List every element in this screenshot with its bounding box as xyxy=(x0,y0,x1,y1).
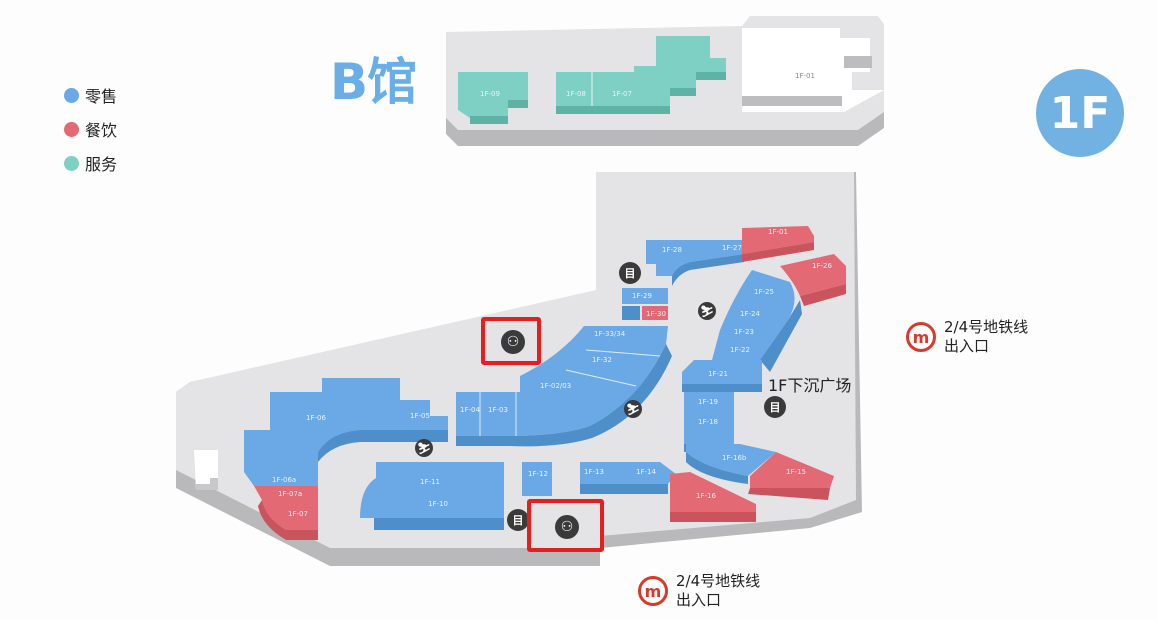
svg-text:1F-03: 1F-03 xyxy=(488,406,508,414)
svg-text:1F-09: 1F-09 xyxy=(480,90,500,98)
legend-label: 零售 xyxy=(85,87,118,106)
restroom-highlight-box[interactable]: ⚇ xyxy=(527,499,604,552)
metro-exit-east[interactable]: m 2/4号地铁线 出入口 xyxy=(906,318,1028,356)
escalator-icon[interactable]: ⛷ xyxy=(624,400,642,418)
svg-text:1F-13: 1F-13 xyxy=(584,468,604,476)
sunken-plaza-label: 1F下沉广场 xyxy=(768,376,852,395)
service-shops: 1F-09 1F-08 1F-07 xyxy=(458,36,726,124)
dining-shops: 1F-07a 1F-07 1F-01 1F-26 1F-30 1F-15 1F-… xyxy=(254,226,846,540)
svg-text:1F-21: 1F-21 xyxy=(708,370,728,378)
metro-exit-south[interactable]: m 2/4号地铁线 出入口 xyxy=(638,572,760,610)
svg-text:1F-29: 1F-29 xyxy=(632,292,652,300)
elevator-icon[interactable]: 目 xyxy=(507,509,529,531)
svg-text:1F-11: 1F-11 xyxy=(420,478,440,486)
hall-title: B馆 xyxy=(330,53,417,111)
metro-line-label: 2/4号地铁线 xyxy=(676,572,761,590)
svg-text:1F-22: 1F-22 xyxy=(730,346,750,354)
legend-label: 服务 xyxy=(85,155,118,174)
b-hall-building: 1F-01 1F-09 1F-08 1F-07 xyxy=(446,16,884,146)
metro-exit-label: 出入口 xyxy=(676,591,722,609)
legend: 零售 餐饮 服务 xyxy=(64,78,117,180)
svg-text:1F-04: 1F-04 xyxy=(460,406,480,414)
metro-exit-label: 出入口 xyxy=(944,337,990,355)
svg-text:1F-33/34: 1F-33/34 xyxy=(594,330,626,338)
svg-text:1F-05: 1F-05 xyxy=(410,412,430,420)
svg-text:1F-28: 1F-28 xyxy=(662,246,682,254)
legend-item-dining: 餐饮 xyxy=(64,112,117,146)
svg-text:1F-16b: 1F-16b xyxy=(722,454,747,462)
metro-logo-icon: m xyxy=(638,576,668,606)
restroom-icon[interactable]: ⚇ xyxy=(555,515,579,539)
legend-item-service: 服务 xyxy=(64,146,117,180)
retail-shops: 1F-06 1F-05 1F-06a 1F-04 1F-03 1F-02/03 … xyxy=(244,240,802,530)
svg-text:1F-01: 1F-01 xyxy=(795,72,815,80)
svg-text:1F-10: 1F-10 xyxy=(428,500,448,508)
svg-text:1F-23: 1F-23 xyxy=(734,328,754,336)
floor-badge[interactable]: 1F xyxy=(1036,69,1124,157)
elevator-icon[interactable]: 目 xyxy=(764,396,786,418)
svg-text:1F-07: 1F-07 xyxy=(288,510,308,518)
metro-line-label: 2/4号地铁线 xyxy=(944,318,1029,336)
dining-dot-icon xyxy=(64,121,79,137)
svg-text:1F-06a: 1F-06a xyxy=(272,476,296,484)
svg-text:1F-02/03: 1F-02/03 xyxy=(540,382,571,390)
svg-text:1F-07a: 1F-07a xyxy=(278,490,302,498)
svg-text:1F-24: 1F-24 xyxy=(740,310,760,318)
svg-text:1F-26: 1F-26 xyxy=(812,262,832,270)
svg-text:1F-07: 1F-07 xyxy=(612,90,632,98)
retail-dot-icon xyxy=(64,87,79,103)
svg-text:1F-14: 1F-14 xyxy=(636,468,656,476)
svg-text:1F-12: 1F-12 xyxy=(528,470,548,478)
svg-text:1F-18: 1F-18 xyxy=(698,418,718,426)
svg-text:1F-30: 1F-30 xyxy=(646,310,666,318)
legend-label: 餐饮 xyxy=(85,121,118,140)
escalator-icon[interactable]: ⛷ xyxy=(415,439,433,457)
restroom-highlight-box[interactable]: ⚇ xyxy=(481,317,541,365)
svg-text:1F-06: 1F-06 xyxy=(306,414,326,422)
escalator-icon[interactable]: ⛷ xyxy=(698,302,716,320)
elevator-icon[interactable]: 目 xyxy=(619,262,641,284)
service-dot-icon xyxy=(64,155,79,171)
legend-item-retail: 零售 xyxy=(64,78,117,112)
svg-text:1F-01: 1F-01 xyxy=(768,228,788,236)
svg-text:1F-25: 1F-25 xyxy=(754,288,774,296)
restroom-icon[interactable]: ⚇ xyxy=(501,330,525,354)
svg-text:1F-16: 1F-16 xyxy=(696,492,716,500)
metro-logo-icon: m xyxy=(906,322,936,352)
svg-text:1F-27: 1F-27 xyxy=(722,244,742,252)
svg-text:1F-32: 1F-32 xyxy=(592,356,612,364)
svg-text:1F-15: 1F-15 xyxy=(786,468,806,476)
svg-text:1F-19: 1F-19 xyxy=(698,398,718,406)
svg-text:1F-08: 1F-08 xyxy=(566,90,586,98)
